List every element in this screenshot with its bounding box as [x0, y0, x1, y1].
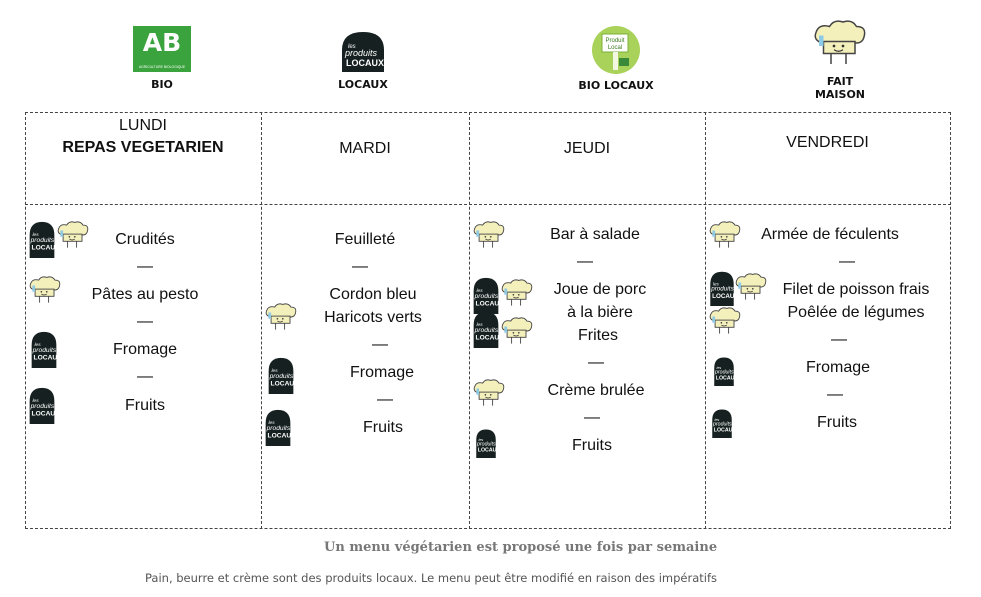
chef-hat-icon	[27, 275, 63, 305]
footer-vegetarian-note: Un menu végétarien est proposé une fois …	[324, 540, 718, 555]
svg-text:LOCAUX: LOCAUX	[346, 58, 384, 68]
day-header-mardi: MARDI	[339, 140, 391, 157]
menu-item: Haricots verts	[324, 309, 422, 326]
produits-locaux-icon	[263, 356, 299, 394]
produits-locaux-icon	[27, 386, 57, 424]
menu-item: Pâtes au pesto	[91, 286, 199, 303]
separator: —	[584, 409, 600, 426]
produits-locaux-icon	[27, 220, 57, 258]
menu-item: Fromage	[112, 341, 178, 358]
chef-hat-icon	[810, 19, 870, 67]
chef-hat-icon	[499, 278, 535, 308]
produits-locaux-icon: les produits LOCAUX	[342, 32, 384, 72]
svg-text:les: les	[348, 44, 356, 50]
separator: —	[352, 258, 368, 275]
chef-hat-icon	[471, 220, 507, 250]
day-header-vendredi: VENDREDI	[786, 134, 869, 151]
chef-hat-icon	[707, 306, 743, 336]
menu-item: Crudités	[115, 231, 175, 248]
produits-locaux-icon	[29, 330, 59, 368]
legend-label: BIO LOCAUX	[578, 79, 654, 92]
day-header-lundi: LUNDI REPAS VEGETARIEN	[25, 117, 261, 157]
chef-hat-icon	[707, 220, 743, 250]
svg-text:Local: Local	[608, 45, 622, 51]
separator: —	[839, 253, 855, 270]
menu-item: Feuilleté	[334, 231, 396, 248]
produit-local-icon: Produit Local	[592, 26, 640, 74]
separator: —	[137, 313, 153, 330]
produits-locaux-icon	[471, 310, 501, 348]
menu-item: Bar à salade	[550, 226, 640, 243]
legend-label: BIO	[151, 78, 173, 91]
day-header-jeudi: JEUDI	[563, 140, 611, 157]
menu-item: Crème brulée	[547, 382, 645, 399]
menu-item: Fruits	[817, 414, 857, 431]
legend-label: LOCAUX	[338, 78, 388, 91]
svg-text:produits: produits	[344, 48, 378, 58]
chef-hat-icon	[733, 272, 769, 302]
menu-table: LUNDI REPAS VEGETARIEN MARDI JEUDI VENDR…	[25, 112, 951, 529]
separator: —	[831, 331, 847, 348]
menu-item: Fruits	[363, 419, 403, 436]
menu-item: Joue de porc	[553, 281, 647, 298]
footer-disclaimer: Pain, beurre et crème sont des produits …	[145, 571, 718, 585]
vegetarian-label: REPAS VEGETARIEN	[62, 139, 224, 156]
menu-item: Fruits	[572, 437, 612, 454]
menu-item: Fruits	[125, 397, 165, 414]
produits-locaux-icon	[471, 428, 501, 458]
produits-locaux-icon	[471, 276, 501, 314]
menu-item: Armée de féculents	[761, 226, 899, 243]
legend-locaux: les produits LOCAUX LOCAUX	[330, 30, 396, 91]
chef-hat-icon	[55, 220, 91, 250]
separator: —	[137, 258, 153, 275]
svg-text:Produit: Produit	[605, 38, 624, 44]
menu-item: Fromage	[349, 364, 415, 381]
menu-item: Filet de poisson frais	[782, 281, 930, 298]
ab-logo-icon: AB AGRICULTURE BIOLOGIQUE	[133, 26, 191, 72]
produits-locaux-icon	[707, 408, 737, 438]
legend-bio: AB AGRICULTURE BIOLOGIQUE BIO	[126, 26, 198, 91]
menu-item: Cordon bleu	[329, 286, 417, 303]
chef-hat-icon	[499, 316, 535, 346]
separator: —	[588, 354, 604, 371]
legend-label: FAIT MAISON	[814, 75, 866, 101]
produits-locaux-icon	[263, 408, 293, 446]
legend-bio-locaux: Produit Local BIO LOCAUX	[578, 24, 654, 92]
menu-item: à la bière	[567, 304, 633, 321]
separator: —	[137, 368, 153, 385]
chef-hat-icon	[263, 302, 299, 332]
separator: —	[372, 336, 388, 353]
separator: —	[577, 253, 593, 270]
menu-item: Poêlée de légumes	[787, 304, 925, 321]
separator: —	[827, 386, 843, 403]
menu-item: Frites	[578, 327, 618, 344]
separator: —	[377, 391, 393, 408]
legend-fait-maison: FAIT MAISON	[800, 19, 880, 101]
produits-locaux-icon	[709, 356, 739, 386]
menu-item: Fromage	[805, 359, 871, 376]
chef-hat-icon	[471, 378, 507, 408]
